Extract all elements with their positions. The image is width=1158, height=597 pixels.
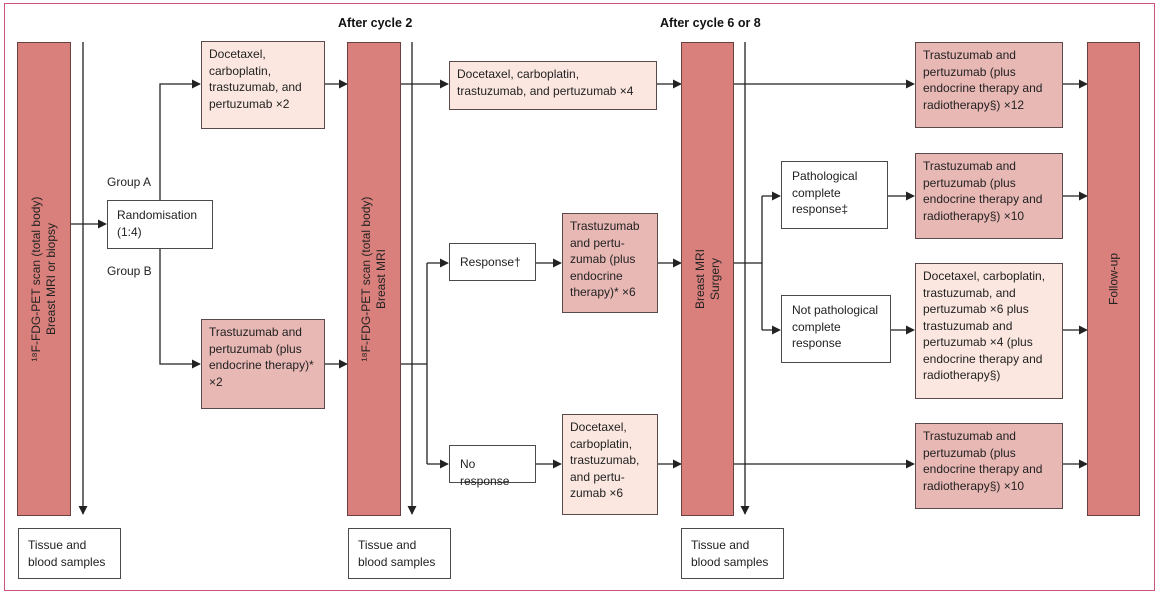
surgery-pillar-line2: Surgery — [707, 257, 722, 301]
baseline-pillar-line1: ¹⁸F-FDG-PET scan (total body) — [29, 196, 43, 362]
post-no-response-text: Trastuzumab and pertuzumab (plus endocri… — [923, 429, 1043, 493]
surgery-pillar: Breast MRI Surgery — [681, 42, 734, 516]
response-text: Response† — [460, 255, 521, 269]
post-pcr-box: Trastuzumab and pertuzumab (plus endocri… — [915, 153, 1063, 239]
group-a-regimen-box: Docetaxel, carboplatin, trastuzumab, and… — [201, 41, 325, 129]
post-no-response-box: Trastuzumab and pertuzumab (plus endocri… — [915, 423, 1063, 509]
group-b-regimen-box: Trastuzumab and pertuzumab (plus endocri… — [201, 319, 325, 409]
samples-box-1: Tissue and blood samples — [18, 528, 121, 579]
no-response-regimen-text: Docetaxel, carboplatin, trastuzumab, and… — [570, 420, 640, 500]
not-pcr-text: Not pathological complete response — [792, 303, 879, 350]
no-response-text: No response — [460, 457, 510, 488]
baseline-pillar-line2: Breast MRI or biopsy — [44, 222, 58, 336]
group-a-label: Group A — [107, 175, 152, 189]
group-a-continue-box: Docetaxel, carboplatin, trastuzumab, and… — [449, 61, 657, 110]
interim-pillar-line1: ¹⁸F-FDG-PET scan (total body) — [359, 196, 373, 362]
post-not-pcr-text: Docetaxel, carboplatin, trastuzumab, and… — [923, 269, 1046, 382]
pcr-text: Pathological complete response‡ — [792, 169, 858, 216]
samples-box-3: Tissue and blood samples — [681, 528, 784, 579]
samples-text-1: Tissue and blood samples — [28, 538, 106, 569]
group-a-continue-text: Docetaxel, carboplatin, trastuzumab, and… — [457, 67, 634, 98]
post-pcr-text: Trastuzumab and pertuzumab (plus endocri… — [923, 159, 1043, 223]
interim-imaging-pillar: ¹⁸F-FDG-PET scan (total body) Breast MRI — [347, 42, 401, 516]
group-a-regimen-text: Docetaxel, carboplatin, trastuzumab, and… — [209, 47, 302, 111]
header-after-cycle-6-or-8: After cycle 6 or 8 — [660, 16, 761, 30]
figure-frame — [4, 3, 1155, 591]
randomisation-box: Randomisation (1:4) — [107, 200, 213, 249]
group-b-regimen-text: Trastuzumab and pertuzumab (plus endocri… — [209, 325, 314, 389]
follow-up-pillar: Follow-up — [1087, 42, 1140, 516]
pcr-box: Pathological complete response‡ — [781, 161, 888, 229]
interim-pillar-line2: Breast MRI — [374, 248, 388, 310]
post-a-text: Trastuzumab and pertuzumab (plus endocri… — [923, 48, 1043, 112]
samples-box-2: Tissue and blood samples — [348, 528, 451, 579]
samples-text-2: Tissue and blood samples — [358, 538, 436, 569]
response-regimen-box: Trastuzumab and pertu-zumab (plus endocr… — [562, 213, 658, 313]
samples-text-3: Tissue and blood samples — [691, 538, 769, 569]
baseline-imaging-pillar: ¹⁸F-FDG-PET scan (total body) Breast MRI… — [17, 42, 71, 516]
not-pcr-box: Not pathological complete response — [781, 295, 891, 363]
follow-up-label: Follow-up — [1106, 252, 1120, 306]
post-not-pcr-box: Docetaxel, carboplatin, trastuzumab, and… — [915, 263, 1063, 399]
randomisation-label: Randomisation (1:4) — [117, 208, 198, 239]
response-box: Response† — [449, 243, 536, 281]
surgery-pillar-line1: Breast MRI — [692, 248, 707, 310]
post-a-box: Trastuzumab and pertuzumab (plus endocri… — [915, 42, 1063, 128]
response-regimen-text: Trastuzumab and pertu-zumab (plus endocr… — [570, 219, 640, 299]
group-b-label: Group B — [107, 264, 152, 278]
no-response-regimen-box: Docetaxel, carboplatin, trastuzumab, and… — [562, 414, 658, 515]
no-response-box: No response — [449, 445, 536, 488]
header-after-cycle-2: After cycle 2 — [338, 16, 413, 30]
